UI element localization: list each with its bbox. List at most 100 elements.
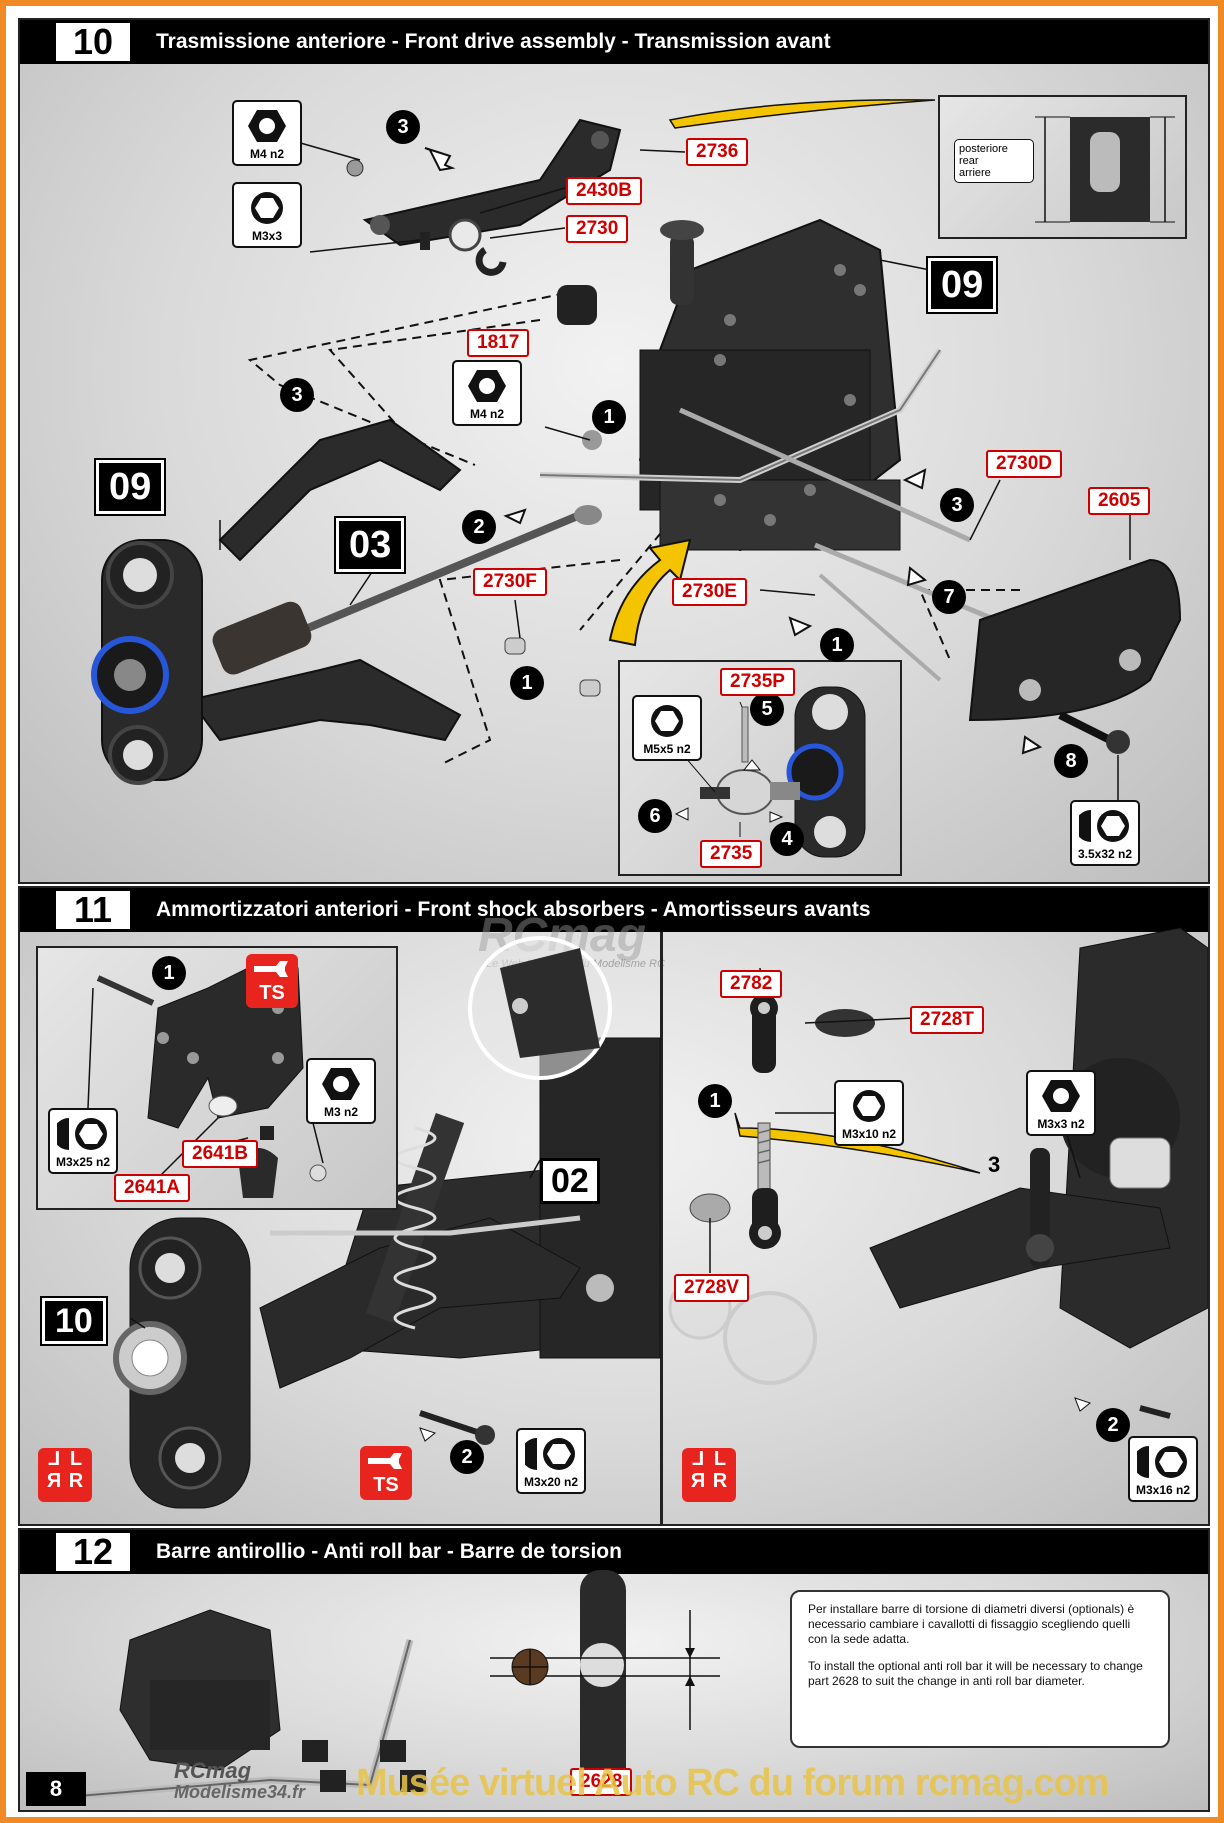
step-12-section: 12 Barre antirollio - Anti roll bar - Ba…	[18, 1528, 1210, 1812]
hardware-label: M3x20 n2	[523, 1475, 579, 1489]
museum-watermark: Musée virtuel Auto RC du forum rcmag.com	[356, 1762, 1109, 1804]
part-label-2605: 2605	[1088, 487, 1151, 515]
hardware-box-m3-nut: M3 n2	[306, 1058, 376, 1124]
orientation-label-posteriore: posteriore	[959, 143, 1008, 155]
hardware-label: M5x5 n2	[643, 742, 691, 756]
part-label-2730D: 2730D	[986, 450, 1062, 478]
step-bullet-3-left: 3	[280, 378, 314, 412]
hardware-box-m3x3-grub: M3x3	[232, 182, 302, 248]
hardware-label: M3 n2	[323, 1105, 358, 1119]
step-12-header: 12 Barre antirollio - Anti roll bar - Ba…	[20, 1530, 1208, 1574]
hardware-box-m3x20: M3x20 n2	[516, 1428, 586, 1494]
threadlock-badge-main: TS	[360, 1446, 412, 1500]
step-bullet-1-right: 1	[698, 1084, 732, 1118]
hardware-label: M3x3 n2	[1037, 1117, 1085, 1131]
hex-nut-icon	[1042, 1080, 1080, 1112]
threadlock-label: TS	[373, 1474, 399, 1496]
note-italian: Per installare barre di torsione di diam…	[808, 1602, 1135, 1646]
wrench-icon	[368, 1453, 402, 1469]
orientation-label-rear: rear	[959, 155, 979, 167]
step-number-3-right: 3	[988, 1152, 1001, 1177]
step-10-header: 10 Trasmissione anteriore - Front drive …	[20, 20, 1208, 64]
lr-letter-3: R	[46, 1470, 62, 1492]
reference-step-09-left: 09	[93, 458, 167, 516]
threadlock-badge-inset: TS	[246, 954, 298, 1008]
step-bullet-4: 4	[770, 822, 804, 856]
hub-detail-drawing	[674, 686, 866, 858]
step-10-section: 10 Trasmissione anteriore - Front drive …	[18, 18, 1210, 884]
step-10-title: Trasmissione anteriore - Front drive ass…	[156, 30, 831, 53]
lr-letter-3: R	[690, 1470, 706, 1492]
lr-letter-4: R	[712, 1470, 728, 1492]
reference-step-02: 02	[540, 1158, 600, 1204]
reference-step-10: 10	[40, 1296, 108, 1346]
screw-head-icon	[57, 1118, 107, 1150]
hardware-box-m3x25: M3x25 n2	[48, 1108, 118, 1174]
hardware-box-m4-nut: M4 n2	[232, 100, 302, 166]
part-label-2782: 2782	[720, 970, 783, 998]
step-10-number: 10	[56, 23, 130, 61]
part-label-2730: 2730	[566, 215, 629, 243]
step-bullet-2: 2	[462, 510, 496, 544]
hardware-label: M3x3	[251, 229, 283, 243]
part-label-2728T: 2728T	[910, 1006, 984, 1034]
step-bullet-6: 6	[638, 799, 672, 833]
hex-socket-icon	[853, 1090, 885, 1122]
hardware-box-m3x3-nut: M3x3 n2	[1026, 1070, 1096, 1136]
step-11-number: 11	[56, 891, 130, 929]
step-bullet-5: 5	[750, 692, 784, 726]
anti-roll-bar-note: Per installare barre di torsione di diam…	[790, 1590, 1170, 1748]
hex-nut-icon	[468, 370, 506, 402]
hex-socket-icon	[251, 192, 283, 224]
threadlock-label: TS	[259, 982, 285, 1004]
lr-letter-2: L	[713, 1448, 727, 1470]
step-bullet-1-bushing: 1	[510, 666, 544, 700]
orientation-inset: posteriore rear arriere	[938, 95, 1187, 239]
part-label-2736: 2736	[686, 138, 749, 166]
hardware-box-m3x10: M3x10 n2	[834, 1080, 904, 1146]
page-number: 8	[26, 1772, 86, 1806]
part-label-2735: 2735	[700, 840, 763, 868]
hex-nut-icon	[248, 110, 286, 142]
step-bullet-1-inset: 1	[152, 956, 186, 990]
screw-head-icon	[1137, 1446, 1187, 1478]
hardware-label: M3x16 n2	[1135, 1483, 1191, 1497]
orientation-label-arriere: arriere	[959, 167, 991, 179]
hex-socket-icon	[651, 705, 683, 737]
step-bullet-1-pin: 1	[820, 628, 854, 662]
hardware-box-m3x16: M3x16 n2	[1128, 1436, 1198, 1502]
part-label-2730E: 2730E	[672, 578, 747, 606]
note-english: To install the optional anti roll bar it…	[808, 1659, 1143, 1688]
modelisme-logo: Modelisme34.fr	[174, 1782, 306, 1802]
step-12-number: 12	[56, 1533, 130, 1571]
lr-letter-2: L	[69, 1448, 83, 1470]
part-label-2735P: 2735P	[720, 668, 795, 696]
step-bullet-8: 8	[1054, 744, 1088, 778]
part-label-2641B: 2641B	[182, 1140, 258, 1168]
part-label-2728V: 2728V	[674, 1274, 749, 1302]
step-11-title: Ammortizzatori anteriori - Front shock a…	[156, 898, 871, 921]
lr-letter-1: L	[691, 1448, 705, 1470]
hex-nut-icon	[322, 1068, 360, 1100]
step-11-header: 11 Ammortizzatori anteriori - Front shoc…	[20, 888, 1208, 932]
step-11-divider	[660, 932, 663, 1524]
step-bullet-1-nut: 1	[592, 400, 626, 434]
hardware-label: M4 n2	[249, 147, 284, 161]
reference-step-09-top: 09	[925, 256, 999, 314]
step-11-section: 11 Ammortizzatori anteriori - Front shoc…	[18, 886, 1210, 1526]
front-drive-assembly-illustration	[91, 99, 1182, 805]
step-bullet-2-left: 2	[450, 1440, 484, 1474]
hardware-label: M3x25 n2	[55, 1155, 111, 1169]
rcmag-logo: RCmag	[174, 1758, 252, 1783]
step-12-title: Barre antirollio - Anti roll bar - Barre…	[156, 1540, 622, 1563]
step-bullet-3-right: 3	[940, 488, 974, 522]
part-label-2628: 2628	[570, 1768, 633, 1796]
shock-mount-detail-inset: 1 TS M3x25 n2 M3 n2 2641B 2641A	[36, 946, 398, 1210]
lr-letter-1: L	[47, 1448, 61, 1470]
screw-head-icon	[1079, 810, 1129, 842]
part-label-2430B: 2430B	[566, 177, 642, 205]
step-bullet-7: 7	[932, 580, 966, 614]
orientation-diagram	[1035, 116, 1175, 223]
